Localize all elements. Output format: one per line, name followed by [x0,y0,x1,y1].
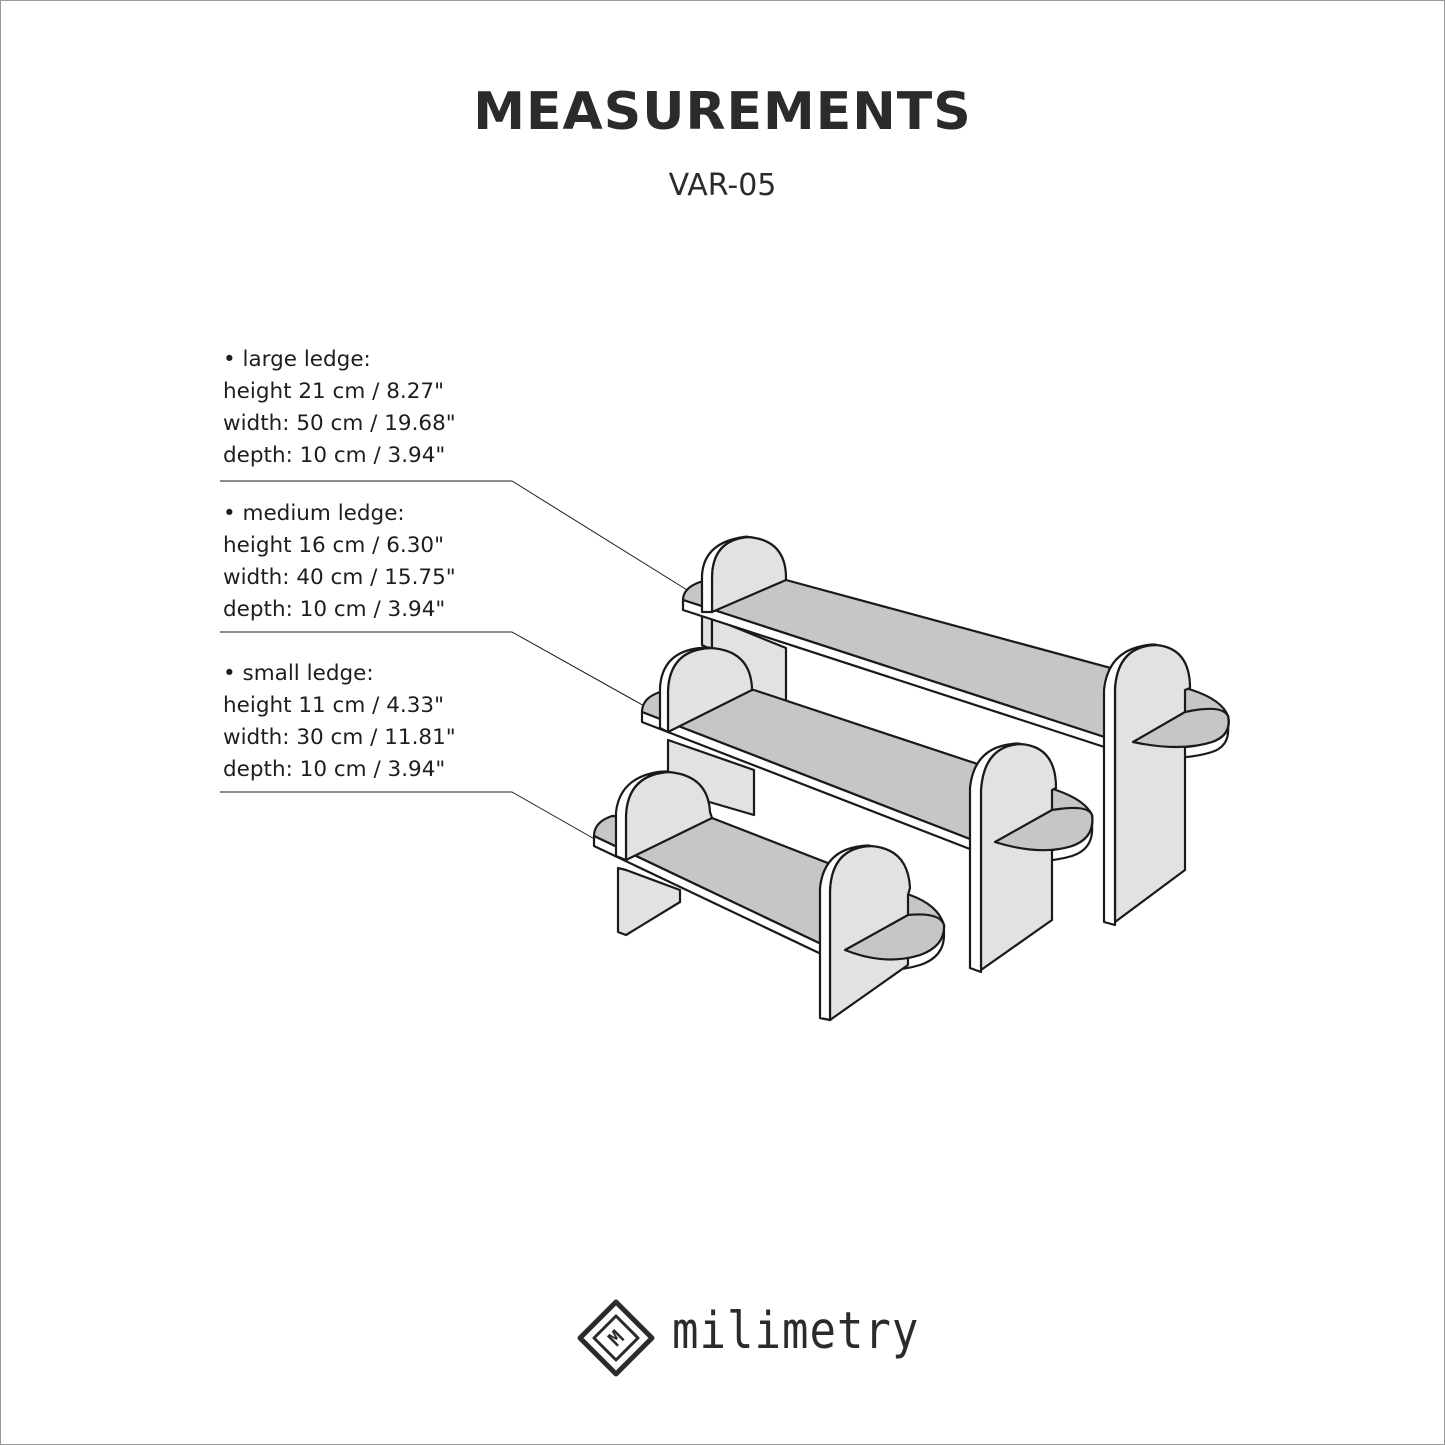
spec-small-name: • small ledge: [223,661,374,686]
product-code: VAR-05 [668,168,777,203]
spec-small-height: height 11 cm / 4.33" [223,693,444,718]
logo-diamond-inner [592,1314,640,1362]
spec-small-ledge: • small ledge: height 11 cm / 4.33" widt… [223,658,456,786]
spec-large-ledge: • large ledge: height 21 cm / 8.27" widt… [223,344,456,472]
medium-upright-right-edge [968,742,1022,974]
large-shelf-right-end [1131,707,1230,749]
spec-medium-ledge: • medium ledge: height 16 cm / 6.30" wid… [223,498,456,626]
spec-medium-depth: depth: 10 cm / 3.94" [223,597,446,622]
spec-small-width: width: 30 cm / 11.81" [223,725,456,750]
logo-diamond-outer [577,1299,655,1377]
large-upright-left-edge [700,535,750,614]
leader-line-medium [220,631,656,713]
spec-large-height: height 21 cm / 8.27" [223,379,444,404]
spec-large-name: • large ledge: [223,347,371,372]
leader-lines [220,480,701,846]
brand-logo-icon: M [577,1299,655,1377]
medium-upright-left-edge [658,646,712,734]
large-upright-right [1113,643,1192,924]
spec-medium-height: height 16 cm / 6.30" [223,533,444,558]
spec-large-depth: depth: 10 cm / 3.94" [223,443,446,468]
page-title: MEASUREMENTS [473,82,972,142]
medium-ledge [640,646,1094,974]
spec-medium-width: width: 40 cm / 15.75" [223,565,456,590]
medium-upright-right [979,742,1058,972]
small-shelf-right-end [843,913,946,961]
small-upright-left-edge [614,770,670,862]
logo-letter: M [603,1325,628,1350]
spec-small-depth: depth: 10 cm / 3.94" [223,757,446,782]
large-ledge [681,535,1230,927]
leader-line-large [220,480,701,599]
spec-large-width: width: 50 cm / 19.68" [223,411,456,436]
spec-medium-name: • medium ledge: [223,501,405,526]
small-ledge [592,770,946,1022]
small-upright-right-edge [818,844,872,1022]
small-leg-left-side [616,866,682,937]
brand-wordmark: milimetry [672,1302,920,1361]
medium-shelf-right-end [993,806,1094,852]
leader-line-small [220,791,606,846]
large-upright-right-edge [1102,643,1158,927]
